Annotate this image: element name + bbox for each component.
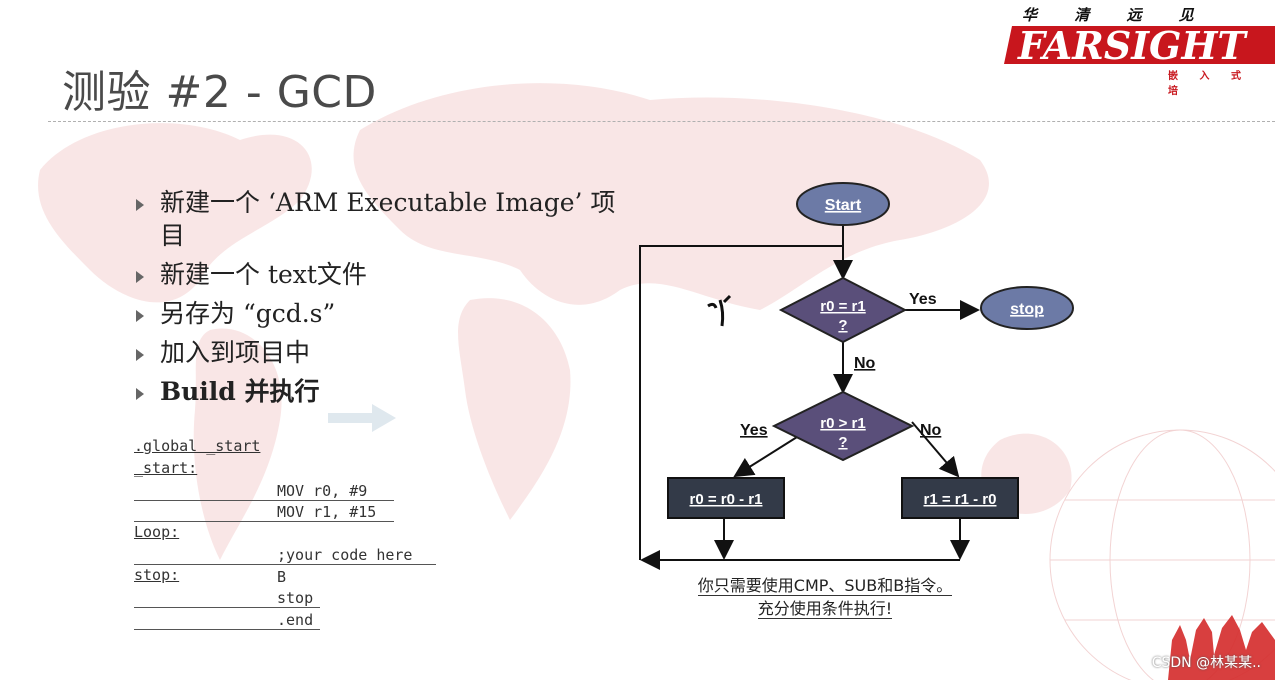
bullet-text: 新建一个 ‘ARM Executable Image’ 项目 bbox=[160, 188, 616, 250]
bullet-list: 新建一个 ‘ARM Executable Image’ 项目 新建一个 text… bbox=[134, 186, 634, 414]
bullet-item: 另存为 “gcd.s” bbox=[134, 297, 634, 330]
svg-text:FARSIGHT: FARSIGHT bbox=[1017, 23, 1248, 68]
condition-greater-node bbox=[771, 390, 915, 462]
start-node bbox=[796, 182, 890, 226]
bullet-triangle-icon bbox=[136, 388, 144, 400]
condition-greater-q: ? bbox=[838, 434, 847, 451]
decorative-arrow-icon bbox=[328, 404, 396, 432]
subtract-r1-label: r0 = r0 - r1 bbox=[690, 491, 763, 508]
yes-label: Yes bbox=[909, 291, 937, 308]
bullet-text: 另存为 “gcd.s” bbox=[160, 299, 336, 328]
no-label: No bbox=[854, 355, 876, 372]
logo-chinese-text: 华 清 远 见 bbox=[1022, 6, 1210, 24]
caption-line: 充分使用条件执行! bbox=[757, 599, 893, 619]
farsight-logo: FARSIGHT bbox=[1004, 23, 1275, 68]
yes-label: Yes bbox=[740, 422, 768, 439]
condition-greater-label: r0 > r1 bbox=[820, 415, 865, 432]
gcd-flowchart: Start r0 = r1 ? stop r0 > r1 ? r0 = r0 -… bbox=[639, 182, 1074, 570]
bullet-triangle-icon bbox=[136, 310, 144, 322]
code-line: MOV r1, #15 bbox=[134, 501, 394, 522]
code-line: Loop: bbox=[134, 523, 180, 541]
code-line: stop: bbox=[134, 566, 180, 584]
code-line: .end bbox=[134, 608, 320, 630]
edge-cond2-yes bbox=[733, 431, 806, 478]
bullet-triangle-icon bbox=[136, 199, 144, 211]
condition-equal-label: r0 = r1 bbox=[820, 298, 865, 315]
bullet-text: 新建一个 text文件 bbox=[160, 260, 367, 289]
title-divider bbox=[48, 121, 1275, 122]
edge-loop-back bbox=[639, 245, 843, 560]
subtract-r0-box bbox=[901, 477, 1019, 519]
page-title: 测验 #2 - GCD bbox=[62, 67, 377, 118]
condition-equal-node bbox=[778, 276, 908, 344]
no-label: No bbox=[920, 422, 942, 439]
stop-label: stop bbox=[1010, 301, 1044, 318]
code-line: .global _start bbox=[134, 437, 261, 455]
bullet-text: Build 并执行 bbox=[160, 377, 320, 406]
code-line: MOV r0, #9 bbox=[134, 479, 394, 501]
bullet-item: 新建一个 text文件 bbox=[134, 258, 634, 291]
start-label: Start bbox=[825, 197, 862, 214]
logo-sub-text: 嵌 入 式 培 bbox=[1168, 71, 1250, 97]
code-line: ;your code here bbox=[134, 544, 436, 565]
flowchart-caption: 你只需要使用CMP、SUB和B指令。 充分使用条件执行! bbox=[660, 574, 990, 620]
bullet-item: Build 并执行 bbox=[134, 375, 634, 408]
subtract-r0-label: r1 = r1 - r0 bbox=[924, 491, 997, 508]
bullet-triangle-icon bbox=[136, 271, 144, 283]
code-line: B stop bbox=[134, 568, 320, 608]
csdn-watermark: CSDN @林某某.. bbox=[1151, 655, 1261, 671]
bullet-item: 新建一个 ‘ARM Executable Image’ 项目 bbox=[134, 186, 634, 252]
bullet-triangle-icon bbox=[136, 349, 144, 361]
pen-scribble-icon bbox=[707, 294, 732, 327]
caption-line: 你只需要使用CMP、SUB和B指令。 bbox=[697, 576, 953, 596]
bullet-text: 加入到项目中 bbox=[160, 338, 311, 367]
bullet-item: 加入到项目中 bbox=[134, 336, 634, 369]
code-listing: .global _start _start: MOV r0, #9 MOV r1… bbox=[134, 436, 454, 630]
stop-node bbox=[980, 286, 1074, 330]
edge-cond2-no bbox=[911, 421, 960, 478]
subtract-r1-box bbox=[667, 477, 785, 519]
condition-equal-q: ? bbox=[838, 317, 847, 334]
code-line: _start: bbox=[134, 458, 198, 477]
